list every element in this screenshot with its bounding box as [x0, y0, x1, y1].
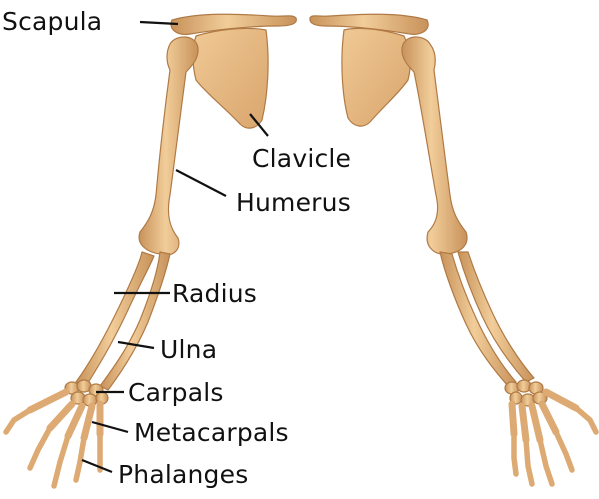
left-scapula-bone — [193, 28, 268, 128]
clavicle-label: Clavicle — [252, 146, 351, 171]
ulna-label: Ulna — [160, 337, 217, 362]
left-humerus-bone — [139, 37, 198, 255]
scapula-label: Scapula — [2, 9, 102, 34]
right-humerus-bone — [402, 37, 467, 254]
metacarpals-label: Metacarpals — [134, 420, 289, 445]
carpals-label: Carpals — [128, 380, 224, 405]
left-arm — [6, 14, 296, 486]
radius-label: Radius — [172, 281, 257, 306]
right-radius-bone — [440, 252, 516, 386]
right-scapula-bone — [342, 28, 410, 126]
humerus-leader — [176, 170, 226, 196]
phalanges-label: Phalanges — [118, 462, 248, 487]
right-arm — [310, 14, 596, 484]
phalanges-leader — [82, 460, 112, 472]
humerus-label: Humerus — [236, 190, 351, 215]
